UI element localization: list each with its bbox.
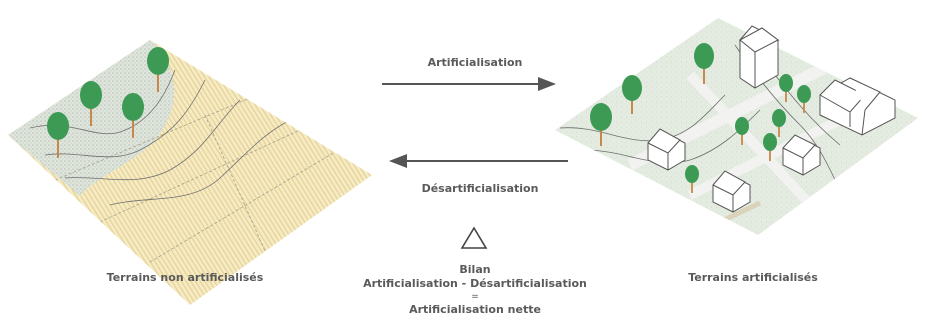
tree-icon [590,103,612,146]
tree-icon [147,47,169,92]
tree-icon [763,133,777,161]
tree-icon [47,112,69,158]
tree-icon [122,93,144,138]
tree-icon [694,43,714,84]
left-plot [8,40,372,305]
bilan-formula: Artificialisation - Désartificialisation [363,277,587,290]
left-plot-label: Terrains non artificialisés [106,271,264,284]
bilan-equals: = [471,292,479,302]
delta-icon [460,226,488,249]
right-plot [555,18,918,235]
bilan-result: Artificialisation nette [409,303,541,316]
house-icon [819,77,896,136]
tree-icon [80,81,102,126]
arrow-artificialisation [382,77,556,91]
tree-icon [779,74,793,102]
bilan-block: Bilan Artificialisation - Désartificiali… [330,263,620,317]
arrow-desartificialisation [389,154,568,168]
bilan-title: Bilan [459,263,491,276]
house-icon [712,170,751,213]
tree-icon [685,165,699,193]
desartificialisation-label: Désartificialisation [421,182,539,195]
tree-icon [772,109,786,137]
tree-icon [797,85,811,113]
artificialisation-label: Artificialisation [427,56,523,69]
house-icon [782,134,821,176]
right-plot-label: Terrains artificialisés [688,271,818,284]
tree-icon [735,117,749,145]
tree-icon [622,75,642,114]
house-icon [738,25,780,89]
house-icon [647,128,686,171]
